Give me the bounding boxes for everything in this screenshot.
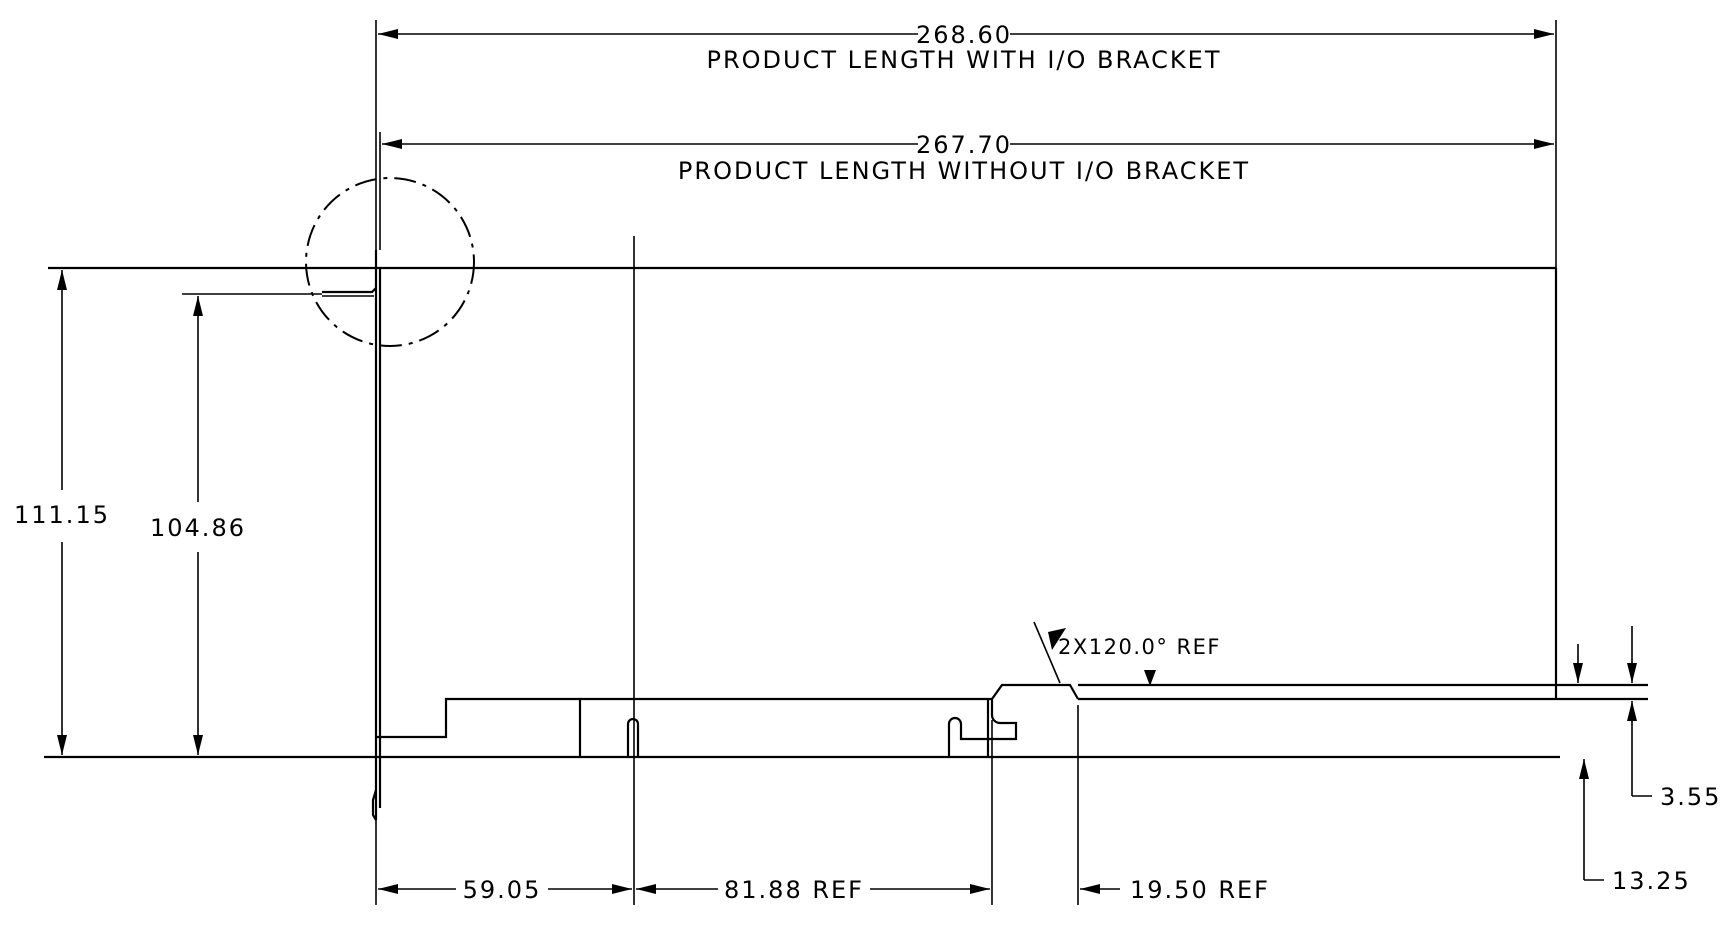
dim-value-111-15: 111.15: [14, 501, 110, 529]
arrowhead: [378, 884, 398, 894]
chamfer-tab: [991, 683, 1079, 700]
leader-line: [1033, 621, 1061, 684]
dim-bottom-row: 59.05 81.88 REF 19.50 REF: [378, 876, 1270, 904]
arrowhead: [1579, 759, 1589, 779]
dim-value-59-05: 59.05: [463, 876, 542, 904]
bracket-foot: [371, 789, 378, 821]
bracket-tab: [322, 287, 377, 294]
board-outline: [44, 266, 1648, 759]
dim-value-81-88-ref: 81.88 REF: [724, 876, 864, 904]
dim-board-height: 104.86: [150, 296, 246, 755]
dim-value-267-70: 267.70: [916, 131, 1012, 159]
arrowhead: [1534, 139, 1554, 149]
arrowhead: [57, 270, 67, 290]
arrowhead: [1144, 670, 1156, 686]
io-bracket: [182, 250, 382, 821]
key-notch-right: [947, 699, 1018, 757]
dim-edge-step: 3.55: [1573, 626, 1720, 811]
arrowhead: [1627, 701, 1637, 721]
arrowhead: [612, 884, 632, 894]
dim-value-19-50-ref: 19.50 REF: [1130, 876, 1270, 904]
dim-value-13-25: 13.25: [1612, 867, 1691, 895]
dim-value-chamfer: 2X120.0° REF: [1058, 635, 1221, 659]
arrowhead: [1080, 884, 1100, 894]
detail-circle: [305, 177, 475, 347]
arrowhead: [193, 296, 203, 316]
dim-length-with-bracket: 268.60 PRODUCT LENGTH WITH I/O BRACKET: [375, 20, 1557, 268]
connector-step-left: [376, 697, 582, 757]
arrowhead: [382, 139, 402, 149]
dim-value-3-55: 3.55: [1660, 783, 1720, 811]
arrowhead: [636, 884, 656, 894]
dim-value-268-60: 268.60: [916, 21, 1012, 49]
arrowhead: [378, 29, 398, 39]
dim-caption-with-bracket: PRODUCT LENGTH WITH I/O BRACKET: [706, 46, 1221, 74]
dim-caption-without-bracket: PRODUCT LENGTH WITHOUT I/O BRACKET: [678, 157, 1250, 185]
dim-value-104-86: 104.86: [150, 514, 246, 542]
dim-length-without-bracket: 267.70 PRODUCT LENGTH WITHOUT I/O BRACKE…: [379, 131, 1554, 250]
arrowhead: [1573, 663, 1583, 683]
dim-edge-height: 13.25: [1579, 759, 1691, 895]
arrowhead: [57, 735, 67, 755]
arrowhead: [1534, 29, 1554, 39]
key-notch-left: [626, 717, 640, 757]
arrowhead: [193, 735, 203, 755]
dim-chamfer-angle: 2X120.0° REF: [1033, 621, 1221, 686]
arrowhead: [1048, 628, 1066, 650]
arrowhead: [1627, 663, 1637, 683]
arrowhead: [970, 884, 990, 894]
dim-total-height: 111.15: [14, 270, 110, 755]
